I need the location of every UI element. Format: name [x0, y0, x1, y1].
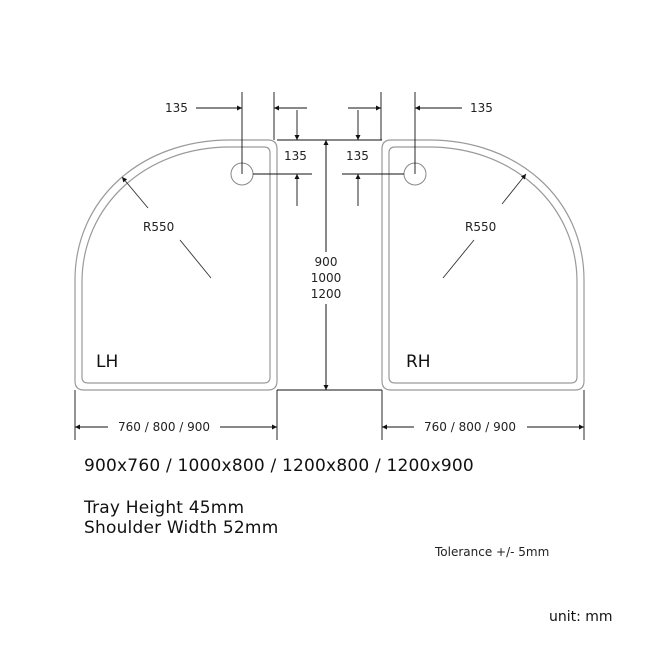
- right-tray-inner-outline: [388, 146, 578, 384]
- length-option-1: 900: [315, 255, 338, 269]
- length-dimension: 900 1000 1200: [277, 139, 382, 391]
- shoulder-width: Shoulder Width 52mm: [84, 518, 279, 538]
- left-width-dimension: 760 / 800 / 900: [118, 420, 210, 434]
- length-option-2: 1000: [311, 271, 342, 285]
- left-tray-inner-outline: [81, 146, 271, 384]
- right-width-dimension: 760 / 800 / 900: [424, 420, 516, 434]
- left-tray-label: LH: [96, 352, 118, 372]
- left-tray: R550 LH: [74, 139, 278, 391]
- right-waste-dimensions: 135 135: [342, 92, 493, 206]
- length-option-3: 1200: [311, 287, 342, 301]
- left-waste-dimensions: 135 135: [165, 92, 312, 206]
- right-tray-outer-outline: [381, 139, 585, 391]
- left-waste-offset-y: 135: [284, 149, 307, 163]
- right-radius-label: R550: [465, 220, 496, 234]
- left-waste-offset-x: 135: [165, 101, 188, 115]
- right-waste-offset-x: 135: [470, 101, 493, 115]
- right-tray-label: RH: [406, 352, 431, 372]
- left-tray-outer-outline: [74, 139, 278, 391]
- tolerance-note: Tolerance +/- 5mm: [435, 545, 550, 559]
- right-tray: R550 RH: [381, 139, 585, 391]
- left-radius-label: R550: [143, 220, 174, 234]
- unit-note: unit: mm: [549, 609, 613, 625]
- right-waste-offset-y: 135: [346, 149, 369, 163]
- width-dimensions: 760 / 800 / 900 760 / 800 / 900: [74, 390, 585, 440]
- tray-height: Tray Height 45mm: [84, 498, 245, 518]
- size-options: 900x760 / 1000x800 / 1200x800 / 1200x900: [84, 456, 474, 476]
